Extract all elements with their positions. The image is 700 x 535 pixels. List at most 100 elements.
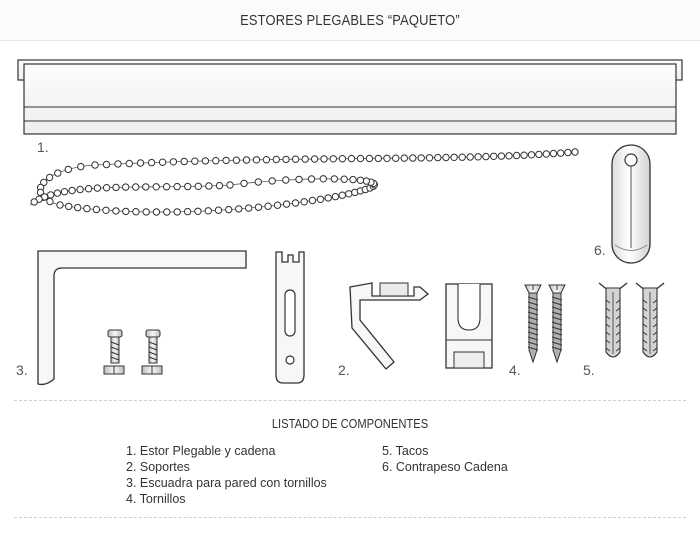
chain-bead [535,150,543,159]
chain-bead [571,148,579,156]
chain-bead [112,183,120,192]
chain-bead [316,195,325,204]
chain-bead [56,201,64,209]
chain-bead [60,188,69,196]
support-plate [275,251,305,384]
chain-bead [215,181,224,190]
chain-bead [324,194,332,202]
chain-bead [142,183,150,191]
chain-bead [125,159,134,168]
chain-bead [102,160,111,169]
bead-chain [29,148,579,216]
component-item: 3. Escuadra para pared con tornillos [126,476,327,490]
divider-bottom [14,517,686,518]
part-label-3: 3. [16,362,28,378]
chain-bead [147,158,156,167]
wood-screws [524,284,566,364]
chain-bead [254,178,262,186]
chain-bead [222,156,230,165]
chain-bead [173,182,181,191]
chain-bead [114,160,122,168]
chain-bead [307,175,316,183]
chain-bead [65,202,73,211]
chain-bead [345,190,353,198]
components-diagram: 1. 6. 3. 2. 4. 5. [0,40,700,395]
chain-bead [76,185,84,194]
chain-bead [68,186,76,195]
divider-top [14,400,686,401]
chain-bead [466,153,474,161]
chain-bead [45,173,54,182]
chain-bead [40,178,48,187]
chain-bead [282,200,291,208]
chain-bead [264,202,272,210]
chain-bead [102,184,111,192]
chain-bead [409,154,417,162]
chain-bead [356,176,365,185]
chain-bead [557,149,565,157]
title-bar: ESTORES PLEGABLES “PAQUETO” [0,0,700,41]
chain-bead [310,155,319,163]
diagram-canvas [17,59,683,386]
chain-bead [132,183,140,191]
chain-bead [330,175,338,183]
part-label-4: 4. [509,362,521,378]
chain-bead [252,156,261,164]
part-label-2: 2. [338,362,350,378]
chain-bead [347,154,356,163]
bracket-screw-right [141,329,163,375]
chain-bead [520,151,528,159]
page-title: ESTORES PLEGABLES “PAQUETO” [240,12,460,29]
chain-bead [273,201,282,209]
chain-bead [282,176,290,184]
chain-bead [434,153,442,162]
chain-bead [300,198,308,206]
chain-bead [102,206,110,215]
chain-bead [47,191,55,199]
chain-bead [417,154,425,162]
wall-plugs [598,282,665,358]
chain-bead [142,208,150,216]
chain-bead [374,154,382,163]
chain-bead [122,183,130,191]
chain-bead [92,205,101,214]
chain-bead [542,150,550,158]
chain-bead [331,192,340,201]
chain-bead [53,189,62,197]
chain-bead [201,157,210,165]
chain-bead [245,204,253,212]
chain-bead [74,203,82,212]
chain-bead [512,151,521,160]
chain-bead [362,177,371,185]
chain-bead [180,157,188,166]
chain-bead [340,175,348,183]
part-label-5: 5. [583,362,595,378]
chain-bead [549,149,558,158]
chain-bead [152,183,160,191]
chain-bead [268,177,276,185]
chain-bead [173,208,181,216]
chain-bead [240,179,248,188]
chain-bead [242,156,251,164]
chain-bead [338,155,347,163]
component-item: 2. Soportes [126,460,190,474]
chain-bead [425,154,434,162]
chain-bead [162,183,171,191]
chain-bead [191,157,199,165]
chain-bead [442,153,450,162]
chain-bead [308,196,317,205]
chain-bead [83,204,91,213]
chain-bead [226,181,234,189]
chain-bead [497,152,506,160]
chain-bead [338,191,346,199]
components-list-right: 5. Tacos 6. Contrapeso Cadena [382,443,508,475]
chain-bead [319,175,327,183]
chain-bead [458,153,466,161]
component-item: 4. Tornillos [126,492,186,506]
part-label-6: 6. [594,242,606,258]
part-label-1: 1. [37,139,49,155]
chain-bead [365,154,374,163]
components-list-title: LISTADO DE COMPONENTES [271,416,429,431]
chain-bead [349,175,357,184]
chain-bead [194,182,203,191]
